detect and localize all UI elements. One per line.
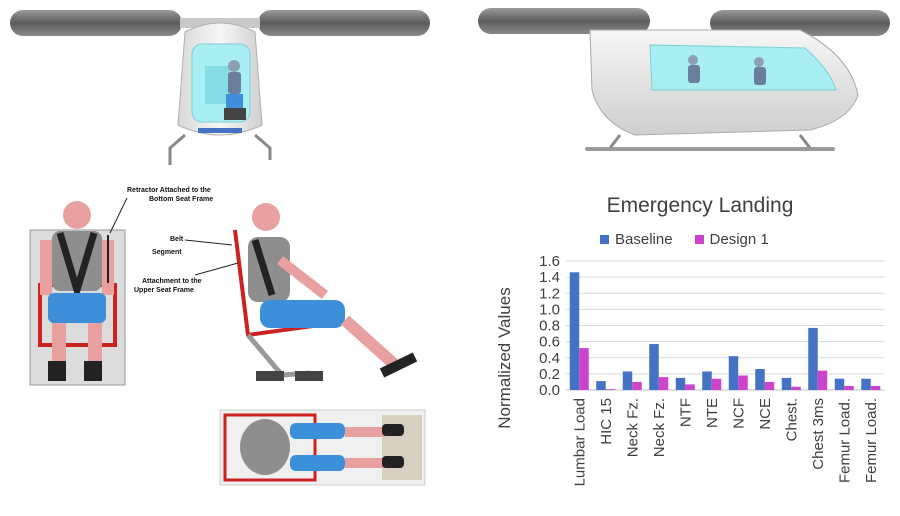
bar-design1: [817, 370, 828, 390]
label-attachment: Attachment to the Upper Seat Frame: [134, 278, 202, 294]
bar-baseline: [622, 371, 633, 390]
x-tick-label: Neck Fz.: [624, 398, 641, 457]
legend-label-design1: Design 1: [709, 231, 769, 248]
y-tick-label: 1.4: [539, 269, 560, 286]
bar-baseline: [675, 377, 686, 390]
x-tick-label: Neck Fz.: [651, 398, 668, 457]
y-tick-label: 0.2: [539, 366, 560, 383]
legend-item-design1: Design 1: [694, 231, 769, 248]
aircraft-front-view: [10, 10, 430, 165]
label-retractor: Retractor Attached to the Bottom Seat Fr…: [127, 187, 214, 203]
label-segment: Segment: [152, 249, 182, 256]
rear-rotor: [478, 8, 650, 34]
chart-legend: Baseline Design 1: [600, 231, 769, 248]
dummy-front-view: [29, 201, 126, 386]
seat-restraint-figure: [29, 197, 426, 486]
bar-baseline: [834, 378, 845, 390]
bar-baseline: [702, 371, 712, 390]
y-tick-label: 1.6: [539, 253, 560, 270]
y-tick-label: 1.0: [539, 301, 560, 318]
legend-swatch-design1: [694, 235, 704, 244]
chart-title: Emergency Landing: [606, 194, 794, 217]
bar-baseline: [596, 381, 606, 390]
bar-baseline: [755, 369, 765, 390]
aircraft-side-view: [478, 8, 890, 151]
right-rotor: [258, 10, 430, 36]
bar-design1: [605, 389, 616, 390]
x-tick-label: HIC 15: [598, 398, 615, 445]
bar-design1: [844, 385, 854, 390]
bar-design1: [870, 385, 881, 390]
y-tick-label: 1.2: [539, 285, 560, 302]
bar-design1: [658, 377, 669, 390]
bar-baseline: [569, 272, 580, 390]
dummy-side-view: [233, 203, 418, 381]
bar-design1: [579, 348, 589, 390]
bar-design1: [632, 381, 642, 390]
x-tick-label: NCE: [757, 398, 774, 430]
x-tick-label: NTE: [704, 398, 721, 428]
dummy-top-view: [219, 409, 426, 486]
x-tick-label: Chest 3ms: [810, 398, 827, 470]
x-tick-label: NTF: [677, 398, 694, 427]
landing-skid: [585, 147, 835, 151]
bar-baseline: [808, 327, 818, 390]
y-tick-label: 0.8: [539, 318, 560, 335]
x-tick-label: Lumbar Load: [571, 398, 588, 486]
bar-design1: [711, 378, 722, 390]
front-panel: [198, 128, 242, 133]
x-tick-label: Femur Load.: [863, 398, 880, 483]
bar-baseline: [649, 344, 659, 390]
legend-label-baseline: Baseline: [615, 231, 673, 248]
bar-baseline: [861, 378, 871, 390]
legend-item-baseline: Baseline: [600, 231, 673, 248]
bar-design1: [738, 375, 748, 390]
y-tick-label: 0.4: [539, 350, 560, 367]
y-tick-label: 0.0: [539, 382, 560, 399]
bar-design1: [791, 386, 801, 390]
bar-design1: [685, 384, 695, 390]
left-rotor: [10, 10, 182, 36]
bar-baseline: [781, 377, 792, 390]
bar-design1: [764, 381, 775, 390]
x-tick-label: Chest.: [783, 398, 800, 441]
label-belt: Belt: [170, 236, 184, 243]
x-tick-label: NCF: [730, 398, 747, 429]
legend-swatch-baseline: [600, 235, 609, 244]
bar-baseline: [728, 356, 739, 390]
y-tick-label: 0.6: [539, 334, 560, 351]
x-tick-label: Femur Load.: [836, 398, 853, 483]
